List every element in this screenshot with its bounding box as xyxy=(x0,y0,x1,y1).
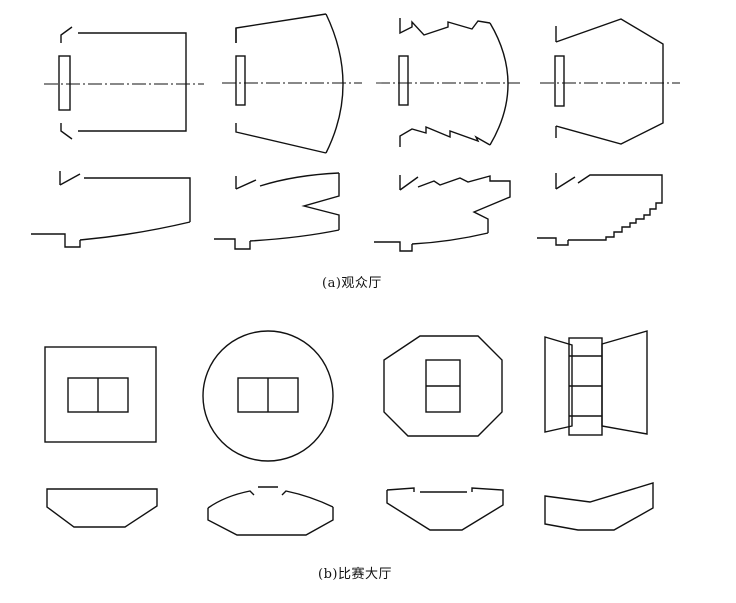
arena-plan-octagonal xyxy=(383,335,503,437)
arena-section-rectangular xyxy=(46,488,158,528)
arena-section-octagonal xyxy=(386,487,504,531)
arena-section-circular xyxy=(207,486,334,536)
auditorium-plan-fan xyxy=(222,13,362,154)
caption-auditorium: (a)观众厅 xyxy=(322,276,382,291)
caption-competition-hall: (b)比赛大厅 xyxy=(318,567,392,582)
auditorium-plan-hexagonal xyxy=(540,18,680,145)
auditorium-section-fan-stepped xyxy=(374,175,511,252)
auditorium-section-fan xyxy=(214,172,340,250)
auditorium-section-hexagonal xyxy=(537,173,663,246)
auditorium-plan-rectangular xyxy=(44,26,204,140)
arena-section-bowtie xyxy=(544,482,654,531)
auditorium-plan-fan-stepped xyxy=(376,18,520,147)
arena-plan-circular xyxy=(202,330,334,462)
arena-plan-rectangular xyxy=(44,346,157,443)
auditorium-section-rectangular xyxy=(31,171,191,248)
arena-plan-bowtie xyxy=(544,330,648,436)
